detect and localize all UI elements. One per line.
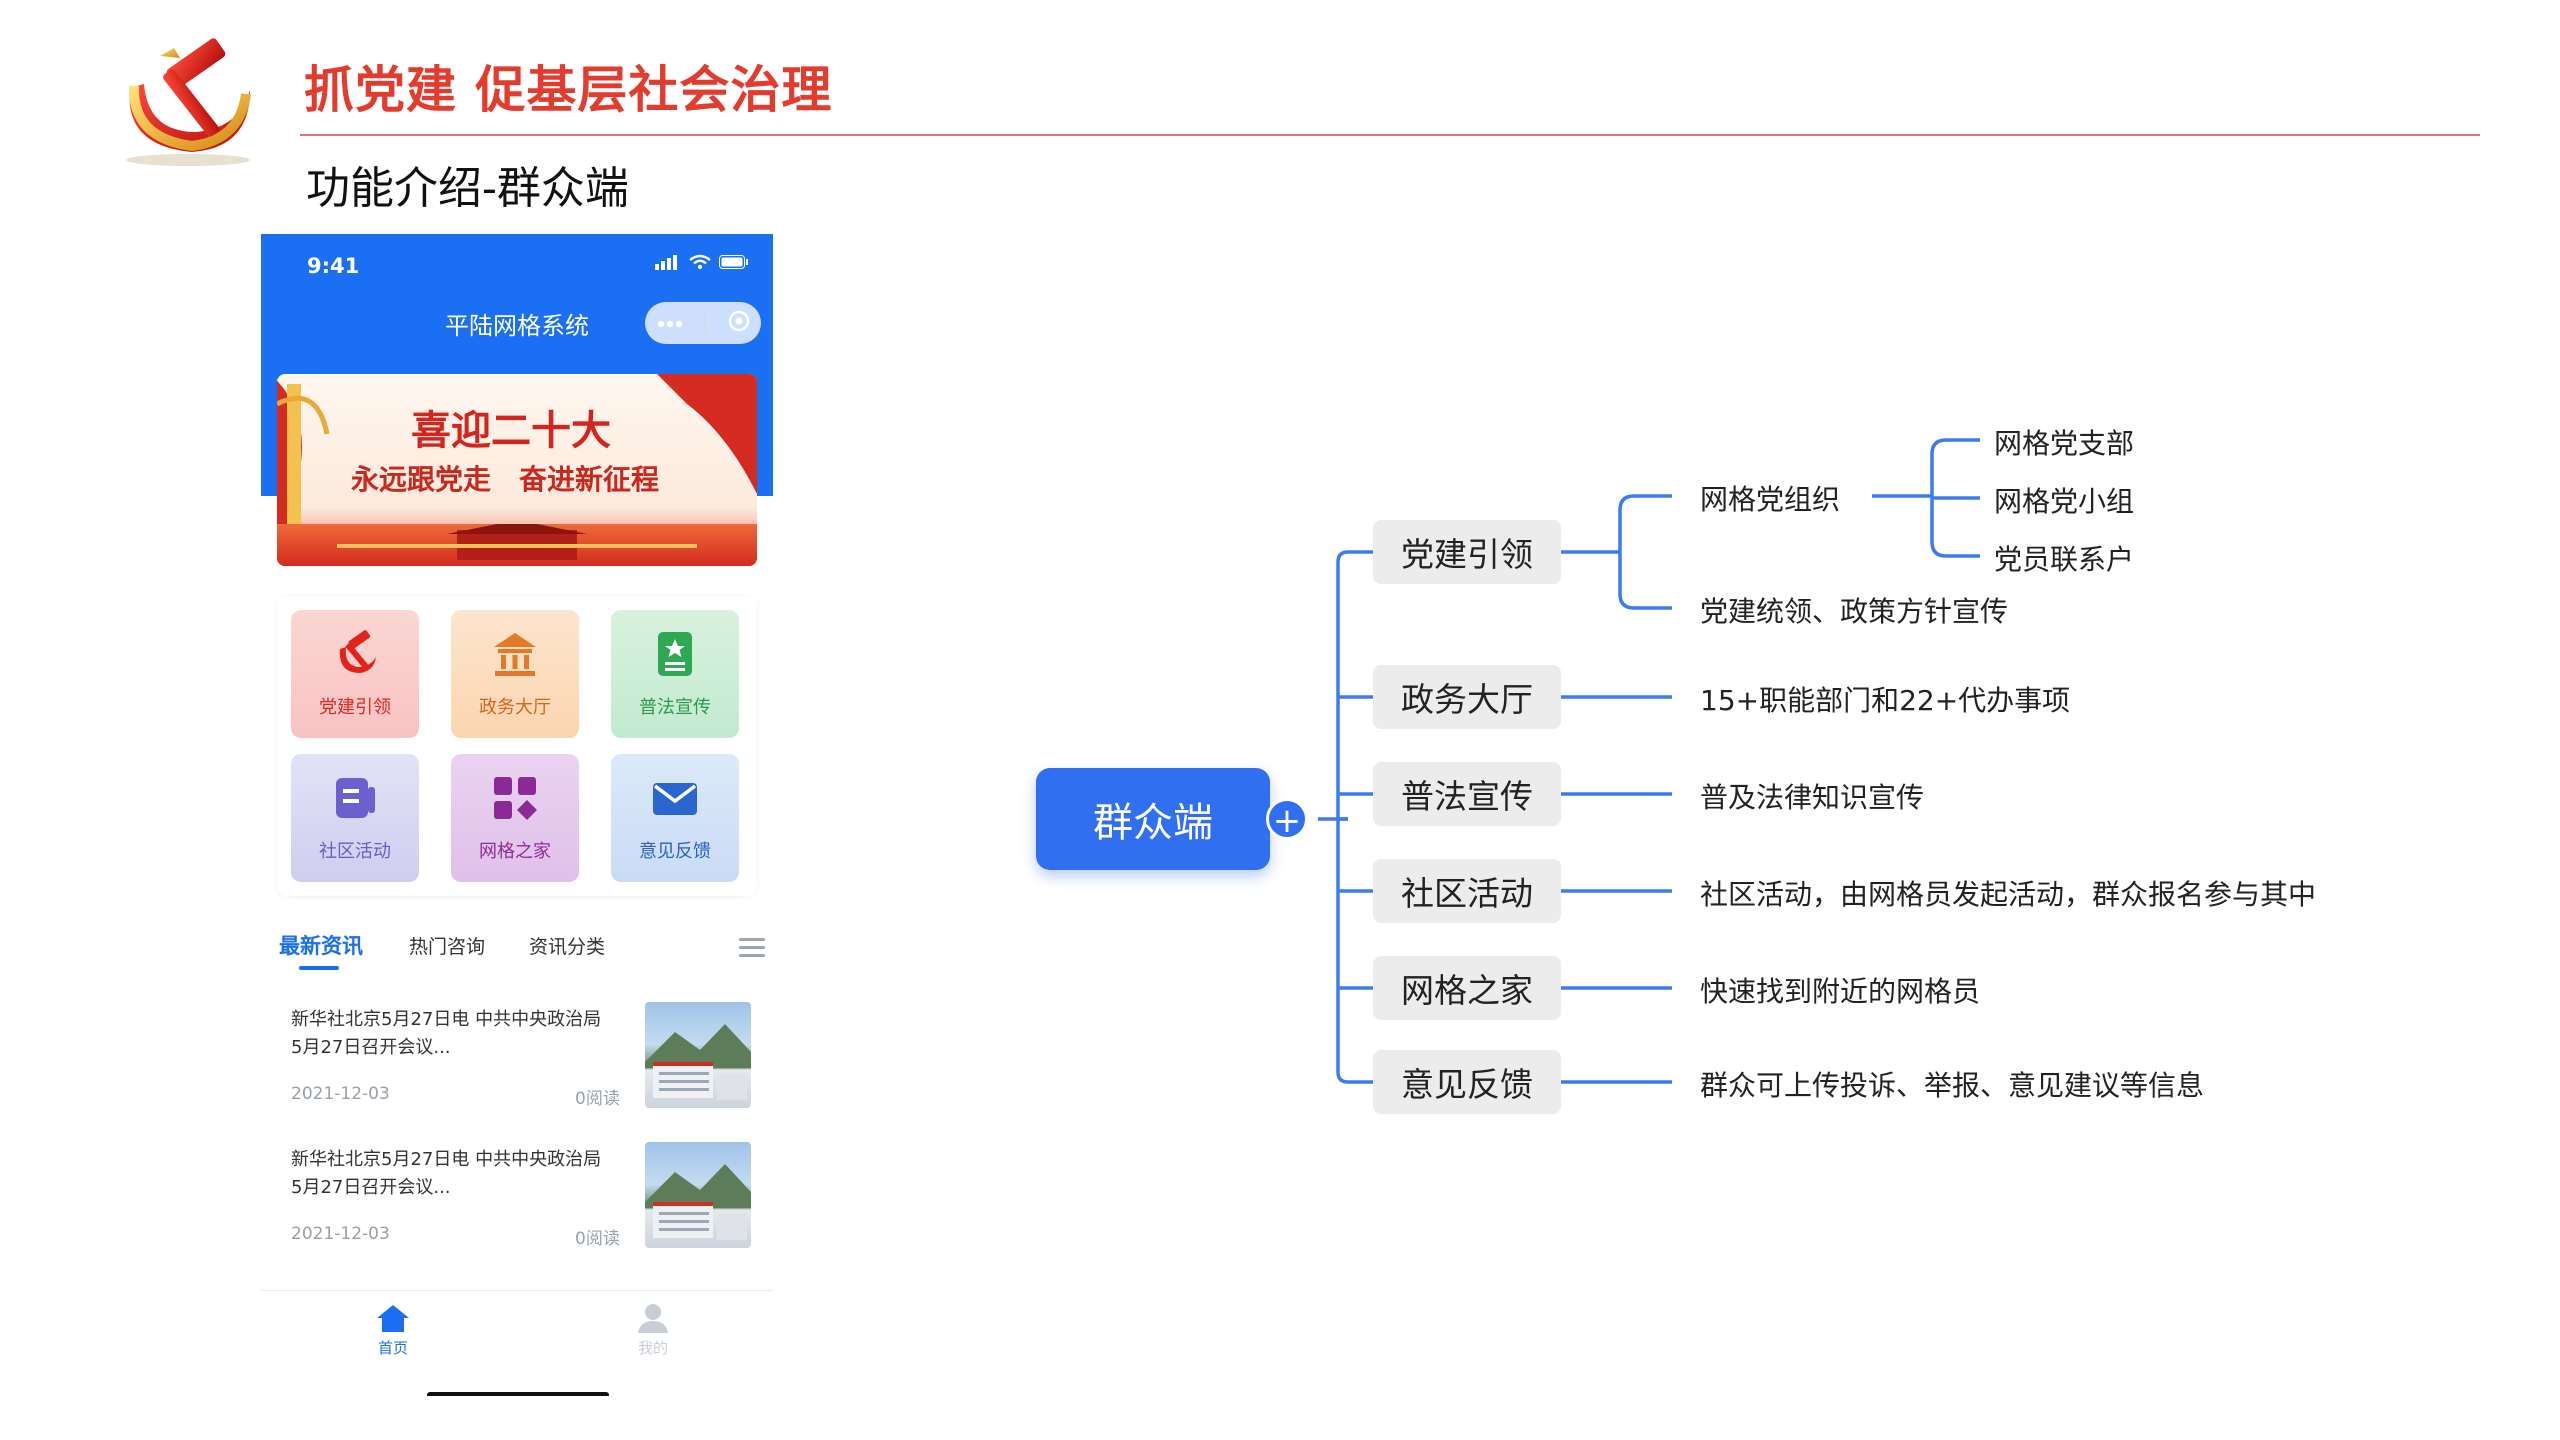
hammer-sickle-icon xyxy=(339,630,376,673)
menu-label: 政务大厅 xyxy=(479,697,551,718)
building-photo-icon xyxy=(645,1024,751,1100)
mindmap-leaf: 网格党小组 xyxy=(1994,485,2135,518)
government-building-icon xyxy=(494,633,536,676)
phone-mockup: 9:41 平陆网格系统 喜迎二十大 永远跟党走 奋进新征程 xyxy=(261,234,773,1396)
menu-item-gov-hall[interactable]: 政务大厅 xyxy=(451,610,579,738)
promo-banner[interactable]: 喜迎二十大 永远跟党走 奋进新征程 xyxy=(277,374,757,566)
mindmap-leaf: 党员联系户 xyxy=(1994,543,2135,576)
bottom-tabbar: 首页 我的 xyxy=(261,1290,773,1396)
mindmap-leaf: 社区活动，由网格员发起活动，群众报名参与其中 xyxy=(1700,878,2317,911)
status-icons xyxy=(655,254,749,270)
flag-decoration-icon xyxy=(277,380,330,566)
mindmap-leaf: 网格党支部 xyxy=(1994,427,2135,460)
list-item[interactable]: 新华社北京5月27日电 中共中央政治局5月27日召开会议... 2021-12-… xyxy=(277,1136,757,1266)
mindmap-node: 网格之家 xyxy=(1373,956,1561,1020)
flag-wave-icon xyxy=(657,374,757,494)
news-thumbnail xyxy=(645,1142,751,1248)
slide-title: 抓党建 促基层社会治理 xyxy=(304,61,833,119)
user-icon xyxy=(638,1304,668,1333)
menu-label: 普法宣传 xyxy=(639,697,711,718)
menu-item-grid-home[interactable]: 网格之家 xyxy=(451,754,579,882)
section-title: 功能介绍-群众端 xyxy=(306,163,629,214)
news-title: 新华社北京5月27日电 中共中央政治局5月27日召开会议... xyxy=(291,1009,602,1058)
status-time: 9:41 xyxy=(307,254,360,278)
news-title: 新华社北京5月27日电 中共中央政治局5月27日召开会议... xyxy=(291,1149,602,1198)
mindmap-subnode: 网格党组织 xyxy=(1700,483,1841,516)
building-photo-icon xyxy=(645,1164,751,1240)
news-read-count: 0阅读 xyxy=(575,1229,620,1249)
mindmap-leaf: 15+职能部门和22+代办事项 xyxy=(1700,684,2071,717)
banner-headline: 喜迎二十大 xyxy=(411,408,611,454)
home-icon xyxy=(377,1305,409,1332)
home-indicator xyxy=(427,1392,609,1396)
close-miniprogram-button[interactable] xyxy=(727,309,751,337)
active-tab-indicator xyxy=(299,966,339,970)
banner-tiananmen-base xyxy=(277,520,757,566)
menu-item-party-building[interactable]: 党建引领 xyxy=(291,610,419,738)
news-thumbnail xyxy=(645,1002,751,1108)
menu-label: 社区活动 xyxy=(319,841,391,862)
miniprogram-capsule xyxy=(645,302,761,344)
more-dots-icon xyxy=(657,320,682,327)
tabbar-home-label: 首页 xyxy=(377,1339,408,1357)
banner-slogan: 永远跟党走 奋进新征程 xyxy=(351,463,660,496)
tiananmen-icon xyxy=(337,520,697,560)
feature-menu: 党建引领 政务大厅 普法宣传 xyxy=(277,596,757,896)
menu-item-feedback[interactable]: 意见反馈 xyxy=(611,754,739,882)
mindmap-leaf: 群众可上传投诉、举报、意见建议等信息 xyxy=(1700,1069,2205,1102)
wifi-icon xyxy=(689,254,711,270)
expand-plus-icon[interactable]: + xyxy=(1266,798,1308,841)
mindmap-leaf: 快速找到附近的网格员 xyxy=(1700,975,1981,1008)
mindmap-node: 社区活动 xyxy=(1373,859,1561,923)
tab-hot-consult[interactable]: 热门咨询 xyxy=(409,936,486,958)
target-close-icon xyxy=(728,310,749,332)
menu-item-community-activity[interactable]: 社区活动 xyxy=(291,754,419,882)
feature-grid: 党建引领 政务大厅 普法宣传 xyxy=(291,610,743,882)
menu-label: 党建引领 xyxy=(319,697,391,718)
menu-label: 网格之家 xyxy=(479,841,551,862)
hammer-sickle-emblem-icon xyxy=(126,38,251,166)
mindmap-node: 政务大厅 xyxy=(1373,665,1561,729)
news-read-count: 0阅读 xyxy=(575,1089,620,1109)
tabbar-mine[interactable]: 我的 xyxy=(613,1303,693,1358)
law-book-icon xyxy=(658,632,692,676)
party-emblem-logo xyxy=(100,28,270,168)
document-icon xyxy=(336,778,375,818)
signal-icon xyxy=(655,255,677,270)
grid-apps-icon xyxy=(494,777,537,820)
mindmap-root: 群众端 xyxy=(1036,768,1270,870)
mindmap-node: 普法宣传 xyxy=(1373,762,1561,826)
tabbar-mine-label: 我的 xyxy=(637,1339,668,1357)
mindmap-node: 党建引领 xyxy=(1373,520,1561,584)
hamburger-menu-icon[interactable] xyxy=(739,938,765,962)
list-item[interactable]: 新华社北京5月27日电 中共中央政治局5月27日召开会议... 2021-12-… xyxy=(277,996,757,1126)
news-tabs: 最新资讯 热门咨询 资讯分类 xyxy=(279,930,765,970)
menu-label: 意见反馈 xyxy=(639,841,711,862)
tab-latest-news[interactable]: 最新资讯 xyxy=(279,934,363,958)
envelope-icon xyxy=(653,783,697,815)
menu-item-law-promotion[interactable]: 普法宣传 xyxy=(611,610,739,738)
header-divider xyxy=(300,134,2480,136)
news-date: 2021-12-03 xyxy=(291,1084,390,1104)
app-title: 平陆网格系统 xyxy=(445,312,589,340)
battery-icon xyxy=(719,255,748,269)
more-button[interactable] xyxy=(656,314,684,333)
capsule-divider xyxy=(704,312,706,334)
tabbar-home[interactable]: 首页 xyxy=(353,1303,433,1358)
news-date: 2021-12-03 xyxy=(291,1224,390,1244)
tab-news-category[interactable]: 资讯分类 xyxy=(529,936,606,958)
mindmap-node: 意见反馈 xyxy=(1373,1050,1561,1114)
mindmap-leaf: 党建统领、政策方针宣传 xyxy=(1700,595,2009,628)
mindmap-leaf: 普及法律知识宣传 xyxy=(1700,781,1925,814)
